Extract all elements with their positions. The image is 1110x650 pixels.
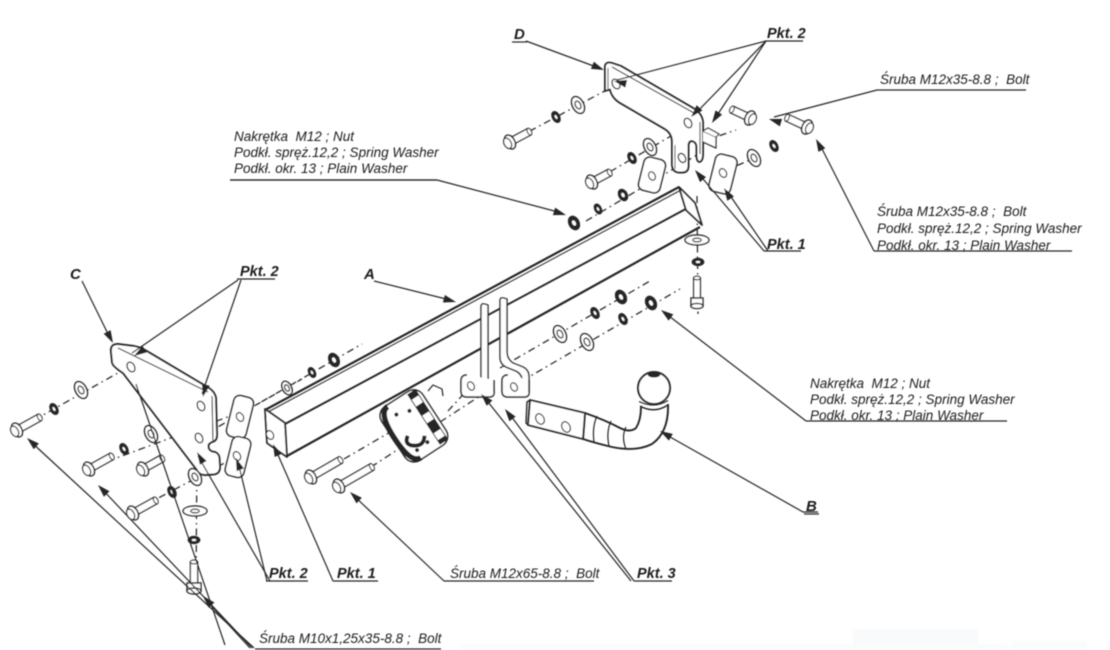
svg-text:Pkt. 1: Pkt. 1	[337, 566, 376, 582]
svg-text:Nakrętka M12 ; Nut: Nakrętka M12 ; Nut	[810, 376, 931, 391]
svg-text:Nakrętka M12 ; Nut: Nakrętka M12 ; Nut	[234, 129, 355, 144]
svg-text:B: B	[806, 498, 817, 515]
svg-text:Podkł. spręż.12,2 ; Spring Was: Podkł. spręż.12,2 ; Spring Washer	[877, 221, 1082, 236]
svg-text:Podkł. okr. 13 ; Plain Washer: Podkł. okr. 13 ; Plain Washer	[810, 408, 984, 423]
svg-text:Podkł. okr. 13 ; Plain Washer: Podkł. okr. 13 ; Plain Washer	[877, 238, 1051, 253]
svg-text:Śruba M12x65-8.8 ; Bolt: Śruba M12x65-8.8 ; Bolt	[450, 566, 601, 581]
svg-text:Pkt. 1: Pkt. 1	[767, 237, 806, 253]
svg-text:Śruba M12x35-8.8 ; Bolt: Śruba M12x35-8.8 ; Bolt	[877, 204, 1028, 219]
svg-text:Podkł. spręż.12,2 ; Spring Was: Podkł. spręż.12,2 ; Spring Washer	[234, 145, 439, 160]
svg-text:C: C	[70, 266, 82, 283]
svg-text:Pkt. 2: Pkt. 2	[240, 264, 279, 280]
svg-text:D: D	[514, 26, 525, 43]
svg-text:Śruba M10x1,25x35-8.8 ; Bolt: Śruba M10x1,25x35-8.8 ; Bolt	[259, 631, 443, 646]
svg-text:Śruba M12x35-8.8 ; Bolt: Śruba M12x35-8.8 ; Bolt	[880, 72, 1031, 87]
svg-text:Podkł. okr. 13 ; Plain Washer: Podkł. okr. 13 ; Plain Washer	[234, 161, 408, 176]
svg-text:Pkt. 3: Pkt. 3	[637, 566, 676, 582]
svg-text:A: A	[363, 266, 375, 283]
svg-text:Pkt. 2: Pkt. 2	[767, 26, 806, 42]
svg-text:Pkt. 2: Pkt. 2	[269, 566, 308, 582]
svg-text:Podkł. spręż.12,2 ; Spring Was: Podkł. spręż.12,2 ; Spring Washer	[810, 392, 1015, 407]
